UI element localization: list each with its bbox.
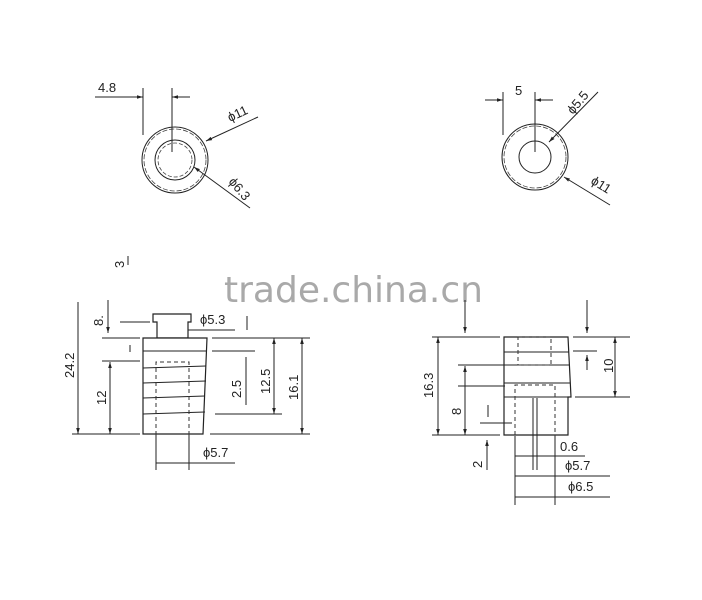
- dim-16-3: 16.3: [421, 373, 436, 398]
- dim-16-1: 16.1: [286, 375, 301, 400]
- dim-cap-diameter: ϕ5.3: [200, 312, 225, 327]
- dim-8: 8: [449, 408, 464, 415]
- dim-3: 3: [112, 261, 127, 268]
- dim-5: 5: [515, 83, 522, 98]
- dim-2-5: 2.5: [229, 380, 244, 398]
- dim-outer-diameter: ϕ11: [225, 102, 250, 124]
- dim-bore-diameter: ϕ5.7: [565, 458, 590, 473]
- watermark: trade.china.cn: [224, 270, 483, 311]
- dim-12: 12: [94, 391, 109, 405]
- dim-10: 10: [601, 359, 616, 373]
- inner-circle: [154, 139, 196, 181]
- dim-inner-diameter: ϕ6.3: [226, 174, 254, 203]
- dim-4-8: 4.8: [98, 80, 116, 95]
- dim-2: 2: [470, 461, 485, 468]
- ribbed-body: [142, 337, 208, 435]
- dim-bore-diameter: ϕ5.7: [203, 445, 228, 460]
- side-left-view: 24.2 12 8. 3 ϕ5.3 2.5 12.5 16.1 ϕ5.7: [62, 256, 310, 470]
- dim-0-6: 0.6: [560, 439, 578, 454]
- side-right-view: 16.3 8 2 10 0.6 ϕ5.7 ϕ6.5: [421, 300, 630, 505]
- top-right-view: 5 ϕ5.5 ϕ11: [485, 83, 614, 206]
- dim-12-5: 12.5: [258, 369, 273, 394]
- outer-circle: [141, 126, 209, 194]
- top-left-view: 4.8 ϕ11 ϕ6.3: [95, 80, 259, 209]
- dim-outer-diameter: ϕ11: [588, 173, 614, 197]
- dim-outer-bottom-diameter: ϕ6.5: [568, 479, 593, 494]
- dim-8: 8.: [91, 315, 106, 326]
- dim-inner-diameter: ϕ5.5: [564, 88, 592, 117]
- dim-24-2: 24.2: [62, 353, 77, 378]
- cap: [152, 313, 192, 339]
